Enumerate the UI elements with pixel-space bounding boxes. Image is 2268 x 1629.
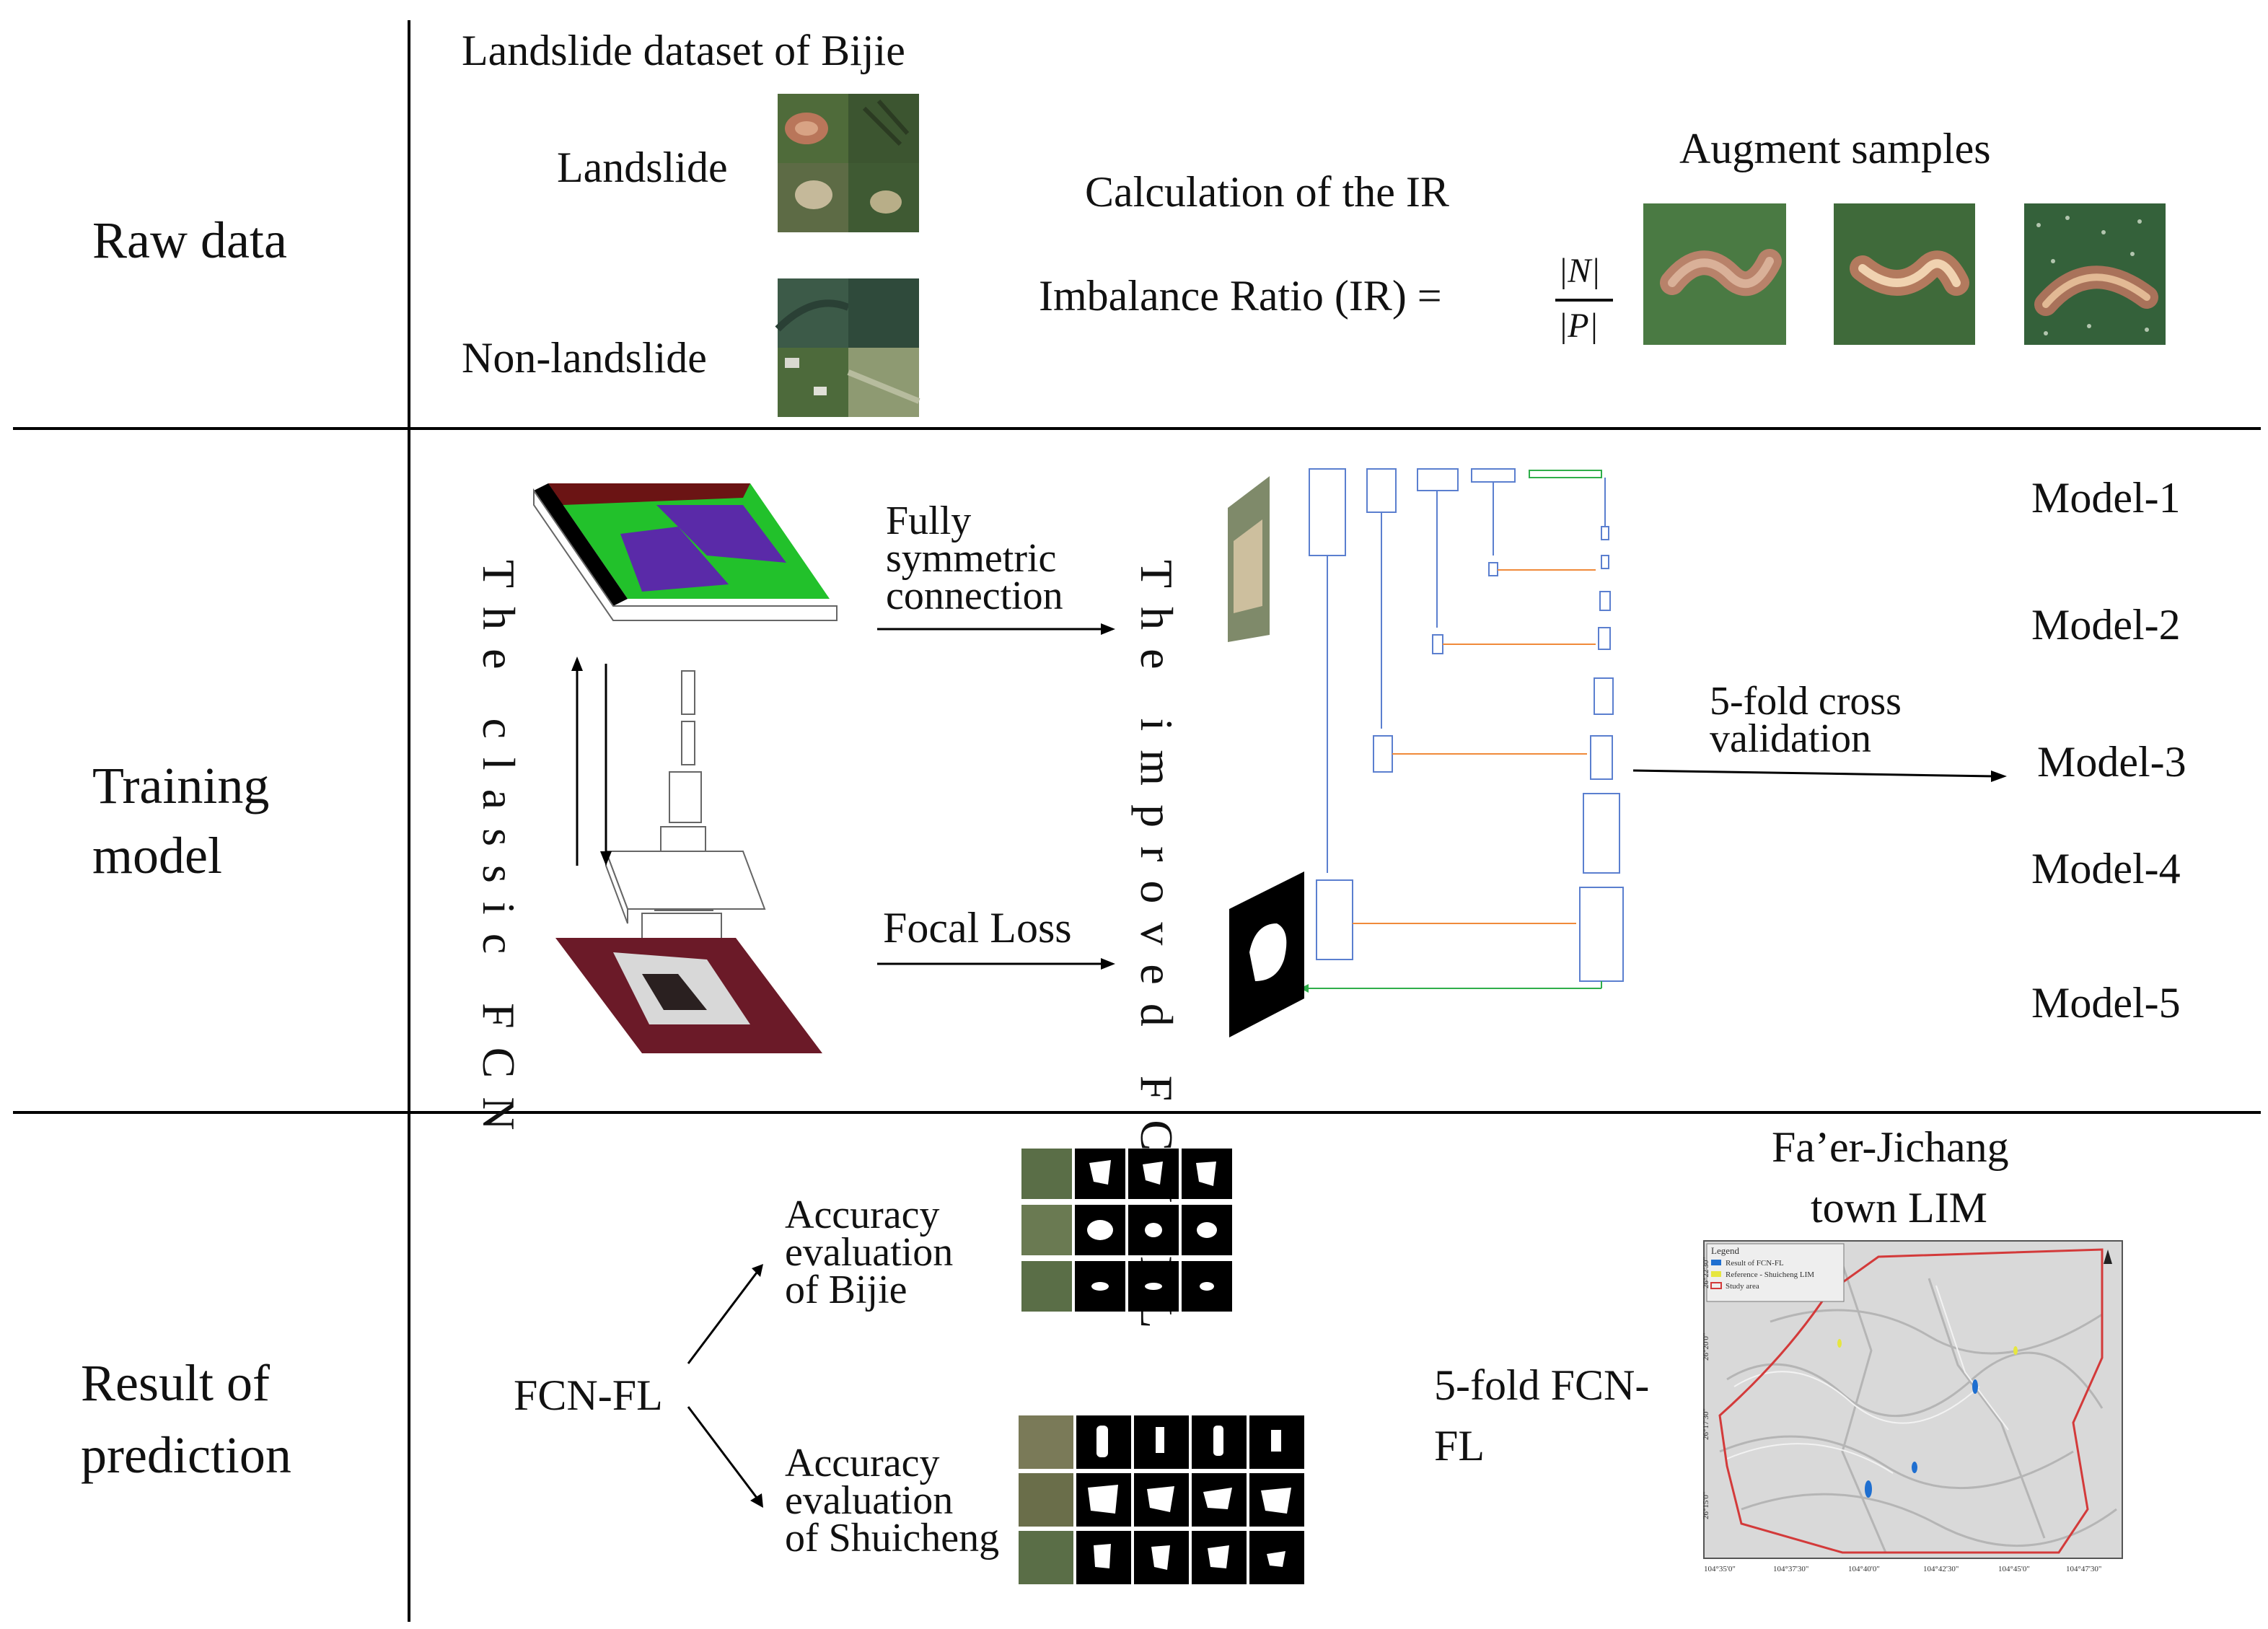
map-lon-2: 104°37'30" bbox=[1773, 1565, 1808, 1573]
model-1: Model-1 bbox=[2031, 474, 2181, 522]
row-label-result-2: prediction bbox=[81, 1426, 291, 1484]
non-landslide-sample-grid bbox=[775, 278, 920, 417]
focal-loss-label: Focal Loss bbox=[883, 904, 1072, 952]
acc-shuicheng-1: Accuracy bbox=[785, 1441, 940, 1485]
cross-validation-1: 5-fold cross bbox=[1710, 679, 1902, 724]
column-divider bbox=[408, 20, 410, 1622]
map-legend-study-area: Study area bbox=[1726, 1282, 1759, 1291]
map-lat-1: 26°22'30" bbox=[1702, 1257, 1710, 1288]
cross-validation-arrow bbox=[1632, 769, 2007, 782]
improved-fcn-architecture bbox=[1228, 468, 1624, 1037]
map-legend-result: Result of FCN-FL bbox=[1726, 1259, 1784, 1268]
map-legend-reference: Reference - Shuicheng LIM bbox=[1726, 1270, 1814, 1279]
cross-validation-2: validation bbox=[1710, 716, 1871, 761]
acc-bijie-3: of Bijie bbox=[785, 1268, 907, 1312]
ir-title: Calculation of the IR bbox=[1085, 168, 1449, 216]
model-5: Model-5 bbox=[2031, 979, 2181, 1027]
acc-shuicheng-2: evaluation bbox=[785, 1478, 954, 1523]
row-label-training-1: Training bbox=[92, 757, 270, 814]
map-title-1: Fa’er-Jichang bbox=[1772, 1123, 2009, 1171]
model-3: Model-3 bbox=[2037, 738, 2186, 786]
map-lon-5: 104°45'0" bbox=[1998, 1565, 2030, 1573]
row-divider-1 bbox=[13, 427, 2261, 430]
fully-symmetric-2: symmetric bbox=[886, 536, 1057, 581]
map-title-2: town LIM bbox=[1811, 1184, 1987, 1231]
row-label-raw-data: Raw data bbox=[92, 211, 287, 269]
non-landslide-label: Non-landslide bbox=[462, 334, 707, 382]
model-4: Model-4 bbox=[2031, 845, 2181, 892]
fold-fcn-1: 5-fold FCN- bbox=[1434, 1361, 1650, 1409]
augment-sample-1 bbox=[1643, 203, 1786, 345]
row-label-training-2: model bbox=[92, 827, 222, 884]
map-lon-1: 104°35'0" bbox=[1704, 1565, 1736, 1573]
map-lon-3: 104°40'0" bbox=[1848, 1565, 1880, 1573]
ir-numerator: |N| bbox=[1558, 252, 1601, 290]
fully-symmetric-1: Fully bbox=[886, 499, 972, 543]
acc-bijie-2: evaluation bbox=[785, 1230, 954, 1275]
landslide-label: Landslide bbox=[557, 144, 728, 191]
branch-arrows bbox=[687, 1264, 763, 1508]
bijie-result-grid bbox=[1021, 1149, 1232, 1312]
model-2: Model-2 bbox=[2031, 601, 2181, 649]
row-divider-2 bbox=[13, 1111, 2261, 1114]
augment-sample-2 bbox=[1834, 203, 1975, 345]
map-lat-4: 26°15'0" bbox=[1702, 1492, 1710, 1519]
acc-bijie-1: Accuracy bbox=[785, 1193, 940, 1237]
fold-fcn-2: FL bbox=[1434, 1422, 1485, 1470]
map-lon-4: 104°42'30" bbox=[1923, 1565, 1959, 1573]
landslide-sample-grid bbox=[778, 94, 919, 232]
classic-fcn-illustration bbox=[533, 483, 838, 1053]
augment-sample-3 bbox=[2024, 203, 2166, 345]
map-legend-title: Legend bbox=[1711, 1245, 1739, 1256]
shuicheng-result-grid bbox=[1019, 1415, 1304, 1584]
augment-title: Augment samples bbox=[1679, 125, 1991, 172]
ir-denominator: |P| bbox=[1558, 307, 1599, 345]
dataset-title: Landslide dataset of Bijie bbox=[462, 27, 905, 74]
lim-map: Legend Result of FCN-FL Reference - Shui… bbox=[1698, 1235, 2131, 1574]
ir-formula-lhs: Imbalance Ratio (IR) = bbox=[1039, 272, 1442, 320]
fully-symmetric-arrow bbox=[877, 623, 1115, 635]
fcn-fl-label: FCN-FL bbox=[514, 1371, 663, 1419]
map-lat-3: 26°17'30" bbox=[1702, 1408, 1710, 1440]
classic-fcn-label: The classic FCN bbox=[473, 560, 524, 1149]
map-lat-2: 26°20'0" bbox=[1702, 1333, 1710, 1361]
fully-symmetric-3: connection bbox=[886, 574, 1063, 618]
acc-shuicheng-3: of Shuicheng bbox=[785, 1516, 1000, 1560]
focal-loss-arrow bbox=[877, 958, 1115, 970]
map-lon-6: 104°47'30" bbox=[2066, 1565, 2101, 1573]
ir-fraction-bar bbox=[1555, 299, 1613, 302]
row-label-result-1: Result of bbox=[81, 1354, 270, 1412]
